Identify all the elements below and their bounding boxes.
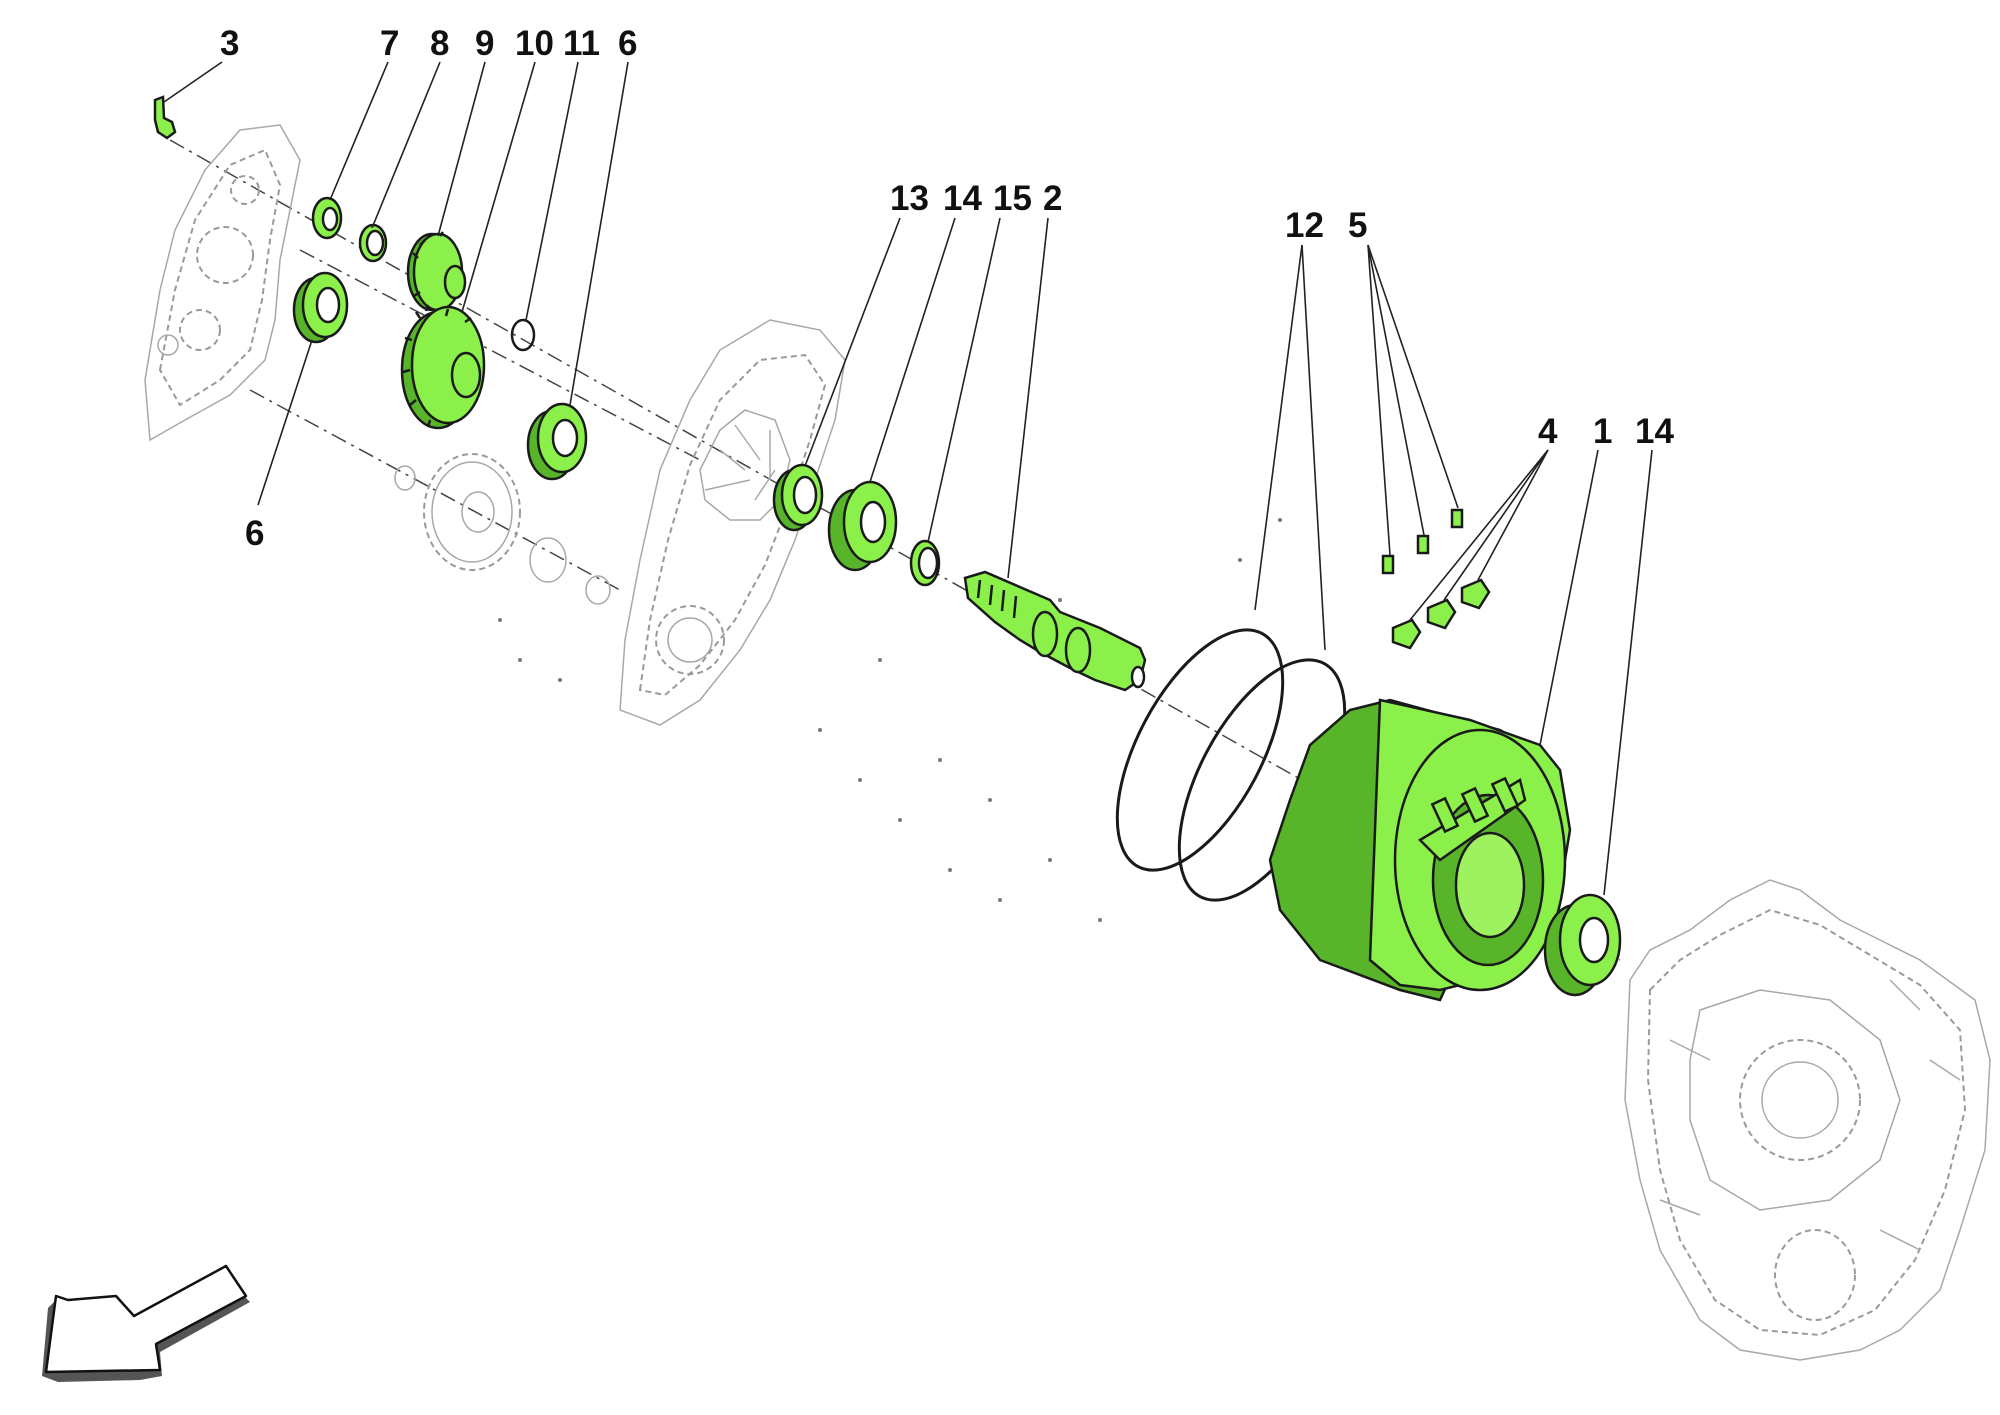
- part-9-gear[interactable]: [406, 231, 467, 312]
- part-5-screws[interactable]: [1381, 508, 1464, 575]
- callout-6-top: 6: [618, 24, 637, 63]
- callout-14: 14: [943, 179, 982, 218]
- left-housing-cover: [144, 124, 301, 442]
- callout-14-right: 14: [1635, 412, 1674, 451]
- ghost-gear: [394, 453, 611, 605]
- callout-13: 13: [890, 179, 929, 218]
- part-14-bearing-right[interactable]: [1543, 893, 1622, 997]
- leader-lines: [163, 61, 1653, 896]
- part-6-bearing-right[interactable]: [526, 402, 588, 481]
- part-15-circlip[interactable]: [909, 539, 941, 587]
- callout-12: 12: [1285, 206, 1324, 245]
- callout-labels: 3 7 8 9 10 11 6 6 13 14 15 2 12 5 4 1 14: [220, 24, 1674, 553]
- callout-8: 8: [430, 24, 449, 63]
- part-8-snap-ring[interactable]: [358, 223, 388, 263]
- callout-10: 10: [515, 24, 554, 63]
- highlighted-parts: [153, 95, 1622, 1002]
- part-1-motor[interactable]: [1268, 698, 1572, 1002]
- part-3-fitting[interactable]: [153, 95, 177, 140]
- callout-6-bottom: 6: [245, 514, 264, 553]
- callout-15: 15: [993, 179, 1032, 218]
- callout-2: 2: [1043, 179, 1062, 218]
- callout-1: 1: [1593, 412, 1612, 451]
- callout-3: 3: [220, 24, 239, 63]
- part-2-shaft[interactable]: [963, 570, 1147, 692]
- part-13-seal[interactable]: [772, 463, 824, 532]
- callout-9: 9: [475, 24, 494, 63]
- callout-7: 7: [380, 24, 399, 63]
- part-7-seal[interactable]: [311, 196, 343, 240]
- part-10-gear[interactable]: [400, 305, 486, 430]
- callout-4: 4: [1538, 412, 1558, 451]
- part-4-brackets[interactable]: [1391, 578, 1491, 650]
- callout-5: 5: [1348, 206, 1367, 245]
- part-11-o-ring[interactable]: [510, 318, 536, 352]
- part-6-bearing-left[interactable]: [292, 271, 349, 344]
- callout-11: 11: [563, 24, 600, 63]
- main-gearbox-housing: [1624, 879, 1991, 1361]
- ghost-fragments: [498, 518, 1282, 922]
- part-14-bearing[interactable]: [827, 480, 898, 572]
- direction-arrow-icon: [42, 1264, 250, 1382]
